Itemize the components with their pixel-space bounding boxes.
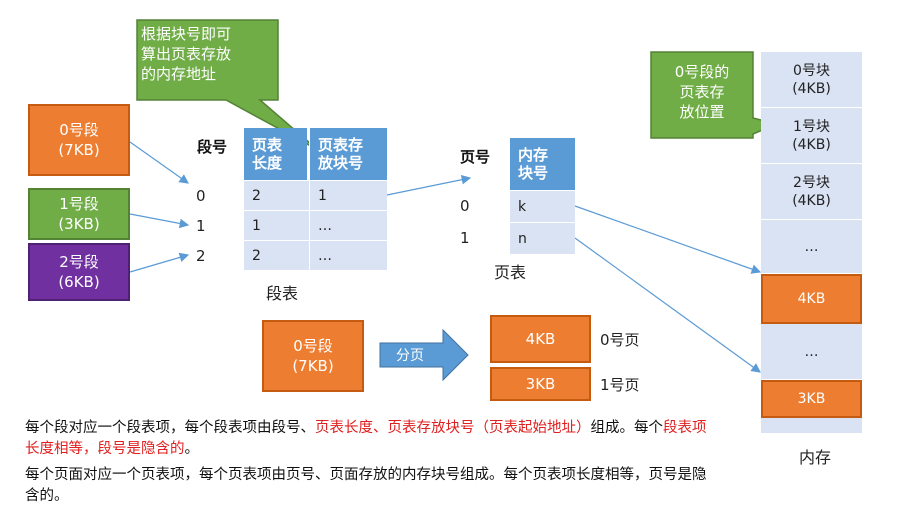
paragraph-segment-a: 每个段对应一个段表项，每个段表项由段号、 <box>25 420 315 436</box>
segment-number-1: 1 <box>196 217 206 235</box>
segment-2: 2号段 (6KB) <box>28 243 130 301</box>
segment-0: 0号段 (7KB) <box>28 104 130 176</box>
memory-block-1: 1号块 (4KB) <box>761 108 862 164</box>
segment-table-row2-length: 2 <box>244 240 309 270</box>
page-0-label: 0号页 <box>600 331 640 349</box>
arrow-seg1 <box>129 213 190 229</box>
memory-block-page0: 4KB <box>761 274 862 324</box>
memory-block-ellipsis-2: … <box>761 324 862 380</box>
arrow-k-to-memory <box>574 205 762 274</box>
segment-table-row0-block: 1 <box>309 180 387 210</box>
arrow-seg2 <box>129 252 190 273</box>
page-number-1: 1 <box>460 229 470 247</box>
arrow-segtable-to-pagetable <box>386 174 472 196</box>
segment-table-row1-block: … <box>309 210 387 240</box>
segment-number-0: 0 <box>196 187 206 205</box>
paging-arrow-label: 分页 <box>396 348 424 364</box>
memory-block-2: 2号块 (4KB) <box>761 164 862 220</box>
page-number-header: 页号 <box>460 148 491 166</box>
callout-top: 根据块号即可 算出页表存放 的内存地址 <box>141 25 232 83</box>
paging-segment-0: 0号段 (7KB) <box>262 320 364 392</box>
paragraph-page: 每个页面对应一个页表项，每个页表项由页号、页面存放的内存块号组成。每个页表项长度… <box>25 467 707 504</box>
page-1-block: 3KB <box>490 367 591 401</box>
page-number-0: 0 <box>460 197 470 215</box>
memory-block-0: 0号块 (4KB) <box>761 52 862 108</box>
paragraph-segment-red1: 页表长度、页表存放块号（页表起始地址） <box>315 420 591 436</box>
paragraph-segment-b: 组成。每个 <box>590 420 664 436</box>
page-0-block: 4KB <box>490 315 591 363</box>
memory-caption: 内存 <box>799 448 832 467</box>
paragraph-segment: 每个段对应一个段表项，每个段表项由段号、页表长度、页表存放块号（页表起始地址）组… <box>25 418 715 460</box>
segment-table-header-block: 页表存 放块号 <box>309 128 387 180</box>
segment-table-caption: 段表 <box>266 284 299 303</box>
memory-block-page1: 3KB <box>761 380 862 418</box>
segment-table-row0-length: 2 <box>244 180 309 210</box>
paragraph-segment-red2: 段表项长度相等，段号是隐含的 <box>25 420 707 457</box>
segment-table-row1-length: 1 <box>244 210 309 240</box>
segment-number-2: 2 <box>196 247 206 265</box>
memory-block-ellipsis-1: … <box>761 220 862 274</box>
segment-table-row2-block: … <box>309 240 387 270</box>
memory-block-tail <box>761 418 862 434</box>
page-table-row0: k <box>510 190 575 222</box>
paging-arrow-shape <box>379 328 469 382</box>
segment-table-header-length: 页表 长度 <box>244 128 307 180</box>
page-table-caption: 页表 <box>494 263 527 282</box>
page-table-header: 内存 块号 <box>510 138 575 190</box>
page-1-label: 1号页 <box>600 376 640 394</box>
callout-right: 0号段的 页表存 放位置 <box>674 63 730 121</box>
segment-1: 1号段 (3KB) <box>28 188 130 240</box>
arrow-seg0 <box>129 141 189 184</box>
segment-number-header: 段号 <box>197 138 228 156</box>
page-table-row1: n <box>510 222 575 254</box>
arrow-n-to-memory <box>574 237 761 373</box>
paragraph-segment-c: 。 <box>184 441 200 457</box>
callout-top-shape <box>136 19 319 151</box>
